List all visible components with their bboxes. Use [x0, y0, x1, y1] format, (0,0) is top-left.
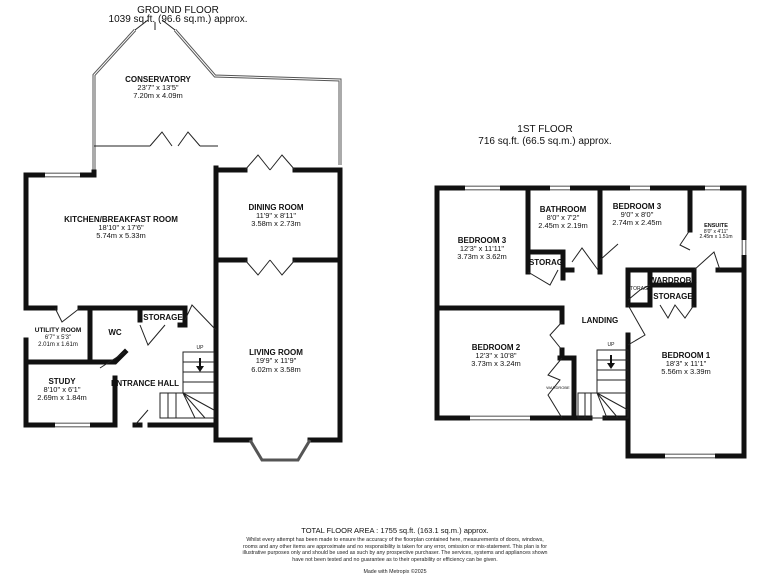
svg-text:18'3" x 11'1": 18'3" x 11'1"	[666, 359, 707, 368]
svg-text:8'0" x 4'11": 8'0" x 4'11"	[704, 229, 728, 235]
living-room-bay-window	[248, 439, 312, 462]
svg-text:8'10" x 6'1": 8'10" x 6'1"	[44, 385, 81, 394]
svg-text:ENSUITE: ENSUITE	[704, 223, 728, 229]
ground-floor-plan: GROUND FLOOR 1039 sq.ft. (96.6 sq.m.) ap…	[23, 5, 343, 462]
first-stairs-up-label: UP	[608, 342, 616, 348]
svg-text:2.45m x 2.19m: 2.45m x 2.19m	[538, 221, 588, 230]
conservatory-door	[134, 19, 176, 31]
conservatory-glass-wall	[92, 28, 342, 172]
ground-floor-title: GROUND FLOOR	[137, 5, 219, 16]
svg-text:2.45m x 1.51m: 2.45m x 1.51m	[699, 234, 732, 240]
svg-text:CONSERVATORY: CONSERVATORY	[125, 75, 191, 84]
room-ensuite: ENSUITE 8'0" x 4'11" 2.45m x 1.51m	[699, 223, 732, 240]
svg-text:7.20m x 4.09m: 7.20m x 4.09m	[133, 91, 183, 100]
room-storage-bath: STORAG	[529, 258, 563, 267]
room-bedroom-3-left: BEDROOM 3 12'3" x 11'11" 3.73m x 3.62m	[457, 236, 507, 261]
svg-text:BEDROOM 3: BEDROOM 3	[613, 202, 662, 211]
kitchen-conservatory-doors	[94, 131, 218, 147]
first-floor-stairs: UP	[577, 342, 629, 419]
svg-text:19'9" x 11'9": 19'9" x 11'9"	[256, 356, 297, 365]
svg-text:8'0" x 7'2": 8'0" x 7'2"	[547, 213, 580, 222]
first-floor-title: 1ST FLOOR	[517, 124, 572, 135]
svg-text:LIVING ROOM: LIVING ROOM	[249, 348, 303, 357]
svg-text:DINING ROOM: DINING ROOM	[248, 203, 303, 212]
svg-text:BEDROOM 3: BEDROOM 3	[458, 236, 507, 245]
ground-floor-area: 1039 sq.ft. (96.6 sq.m.) approx.	[109, 14, 248, 25]
svg-text:6'7" x 5'3": 6'7" x 5'3"	[45, 335, 71, 341]
svg-text:UTILITY ROOM: UTILITY ROOM	[35, 327, 81, 334]
room-storage-small: STORAGE	[627, 286, 652, 292]
svg-text:5.74m x 5.33m: 5.74m x 5.33m	[96, 231, 146, 240]
disclaimer: Whilst every attempt has been made to en…	[242, 537, 548, 563]
room-study: STUDY 8'10" x 6'1" 2.69m x 1.84m	[37, 377, 87, 402]
room-wc: WC	[108, 328, 122, 337]
room-bedroom-1: BEDROOM 1 18'3" x 11'1" 5.56m x 3.39m	[661, 351, 711, 376]
room-living: LIVING ROOM 19'9" x 11'9" 6.02m x 3.58m	[249, 348, 303, 374]
svg-text:11'9" x 8'11": 11'9" x 8'11"	[256, 211, 296, 220]
room-wardrobe-bedroom-2: WARDROBE	[546, 385, 570, 390]
room-kitchen-breakfast: KITCHEN/BREAKFAST ROOM 18'10" x 17'6" 5.…	[64, 215, 178, 240]
svg-text:6.02m x 3.58m: 6.02m x 3.58m	[251, 365, 301, 374]
svg-text:23'7" x 13'5": 23'7" x 13'5"	[137, 83, 178, 92]
first-floor-plan: 1ST FLOOR 716 sq.ft. (66.5 sq.m.) approx…	[434, 124, 747, 459]
room-bedroom-2: BEDROOM 2 12'3" x 10'8" 3.73m x 3.24m	[471, 343, 521, 368]
svg-text:3.58m x 2.73m: 3.58m x 2.73m	[251, 219, 301, 228]
svg-text:BEDROOM 1: BEDROOM 1	[662, 351, 711, 360]
ground-stairs-up-label: UP	[197, 345, 205, 351]
svg-text:18'10" x 17'6": 18'10" x 17'6"	[98, 223, 144, 232]
svg-text:3.73m x 3.24m: 3.73m x 3.24m	[471, 359, 521, 368]
room-wardrobe: WARDROBE	[649, 276, 697, 285]
room-bathroom: BATHROOM 8'0" x 7'2" 2.45m x 2.19m	[538, 205, 588, 230]
svg-text:12'3" x 10'8": 12'3" x 10'8"	[475, 351, 516, 360]
first-floor-area: 716 sq.ft. (66.5 sq.m.) approx.	[478, 136, 611, 147]
room-storage-wardrobe: STORAGE	[653, 292, 693, 301]
svg-text:BATHROOM: BATHROOM	[540, 205, 587, 214]
svg-text:2.74m x 2.45m: 2.74m x 2.45m	[612, 218, 662, 227]
made-with-credit: Made with Metropix ©2025	[363, 569, 427, 575]
svg-text:BEDROOM 2: BEDROOM 2	[472, 343, 521, 352]
room-storage: STORAGE	[143, 313, 183, 322]
room-entrance-hall: ENTRANCE HALL	[111, 379, 179, 388]
room-conservatory: CONSERVATORY 23'7" x 13'5" 7.20m x 4.09m	[125, 75, 191, 100]
room-utility: UTILITY ROOM 6'7" x 5'3" 2.01m x 1.61m	[35, 327, 81, 348]
room-dining: DINING ROOM 11'9" x 8'11" 3.58m x 2.73m	[248, 203, 303, 228]
svg-text:2.69m x 1.84m: 2.69m x 1.84m	[37, 393, 87, 402]
svg-text:9'0" x 8'0": 9'0" x 8'0"	[621, 210, 654, 219]
svg-text:5.56m x 3.39m: 5.56m x 3.39m	[661, 367, 711, 376]
total-floor-area: TOTAL FLOOR AREA : 1755 sq.ft. (163.1 sq…	[301, 526, 489, 535]
ground-stairs: UP	[159, 345, 215, 419]
svg-text:2.01m x 1.61m: 2.01m x 1.61m	[38, 342, 78, 348]
svg-text:12'3" x 11'11": 12'3" x 11'11"	[460, 244, 505, 253]
svg-text:STUDY: STUDY	[48, 377, 76, 386]
svg-text:KITCHEN/BREAKFAST ROOM: KITCHEN/BREAKFAST ROOM	[64, 215, 178, 224]
svg-text:3.73m x 3.62m: 3.73m x 3.62m	[457, 252, 507, 261]
room-landing: LANDING	[582, 316, 618, 325]
room-bedroom-3-right: BEDROOM 3 9'0" x 8'0" 2.74m x 2.45m	[612, 202, 662, 227]
